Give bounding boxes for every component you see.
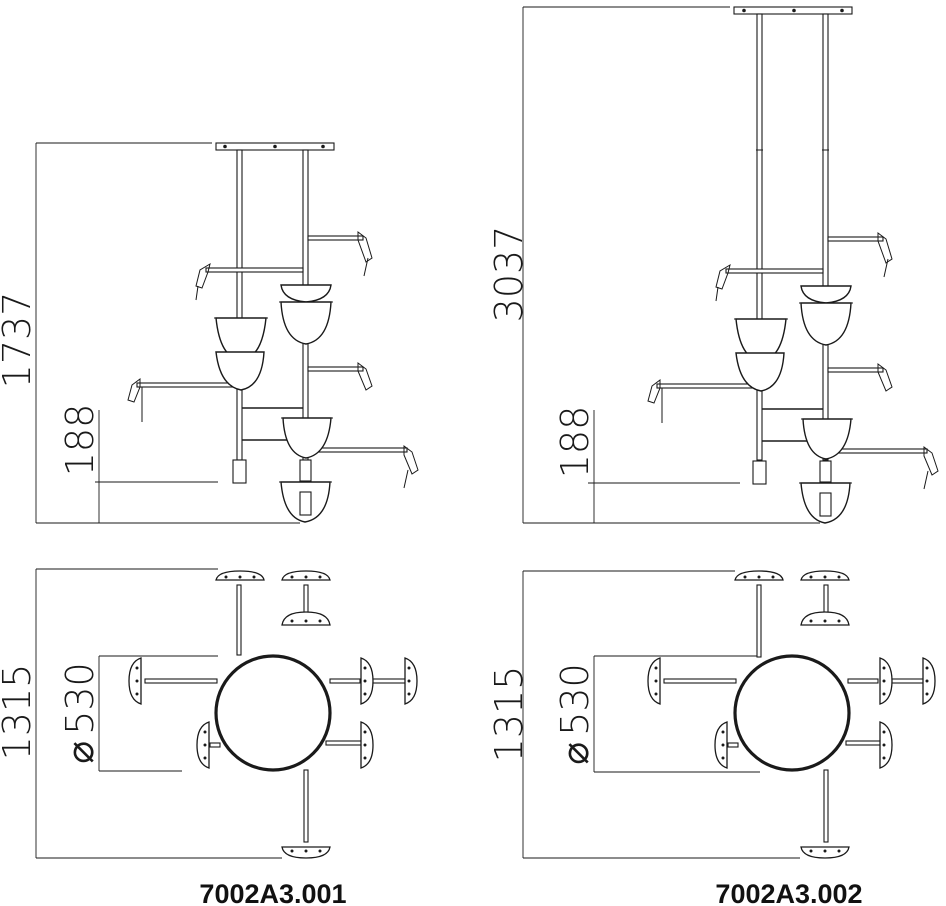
elevation-view-001: [35, 142, 419, 524]
plan-view-002: [522, 570, 936, 859]
height-dim-002: 3037: [487, 226, 531, 323]
diameter-value: 530: [553, 663, 597, 736]
plan-dim-001: 1315: [0, 664, 39, 761]
plan-view-001: [35, 568, 418, 859]
diameter-dim-001: ⌀ 530: [58, 662, 102, 763]
diameter-dim-002: ⌀ 530: [553, 663, 597, 764]
dimension-labels: 1737 188 3037 188 1315 ⌀ 530 1315 ⌀ 530: [0, 226, 597, 765]
product-code-002: 7002A3.002: [715, 879, 862, 906]
diameter-symbol: ⌀: [58, 741, 102, 764]
height-dim-001: 1737: [0, 292, 39, 389]
diameter-value: 530: [58, 662, 102, 735]
lamp-drop-dim-002: 188: [553, 406, 597, 479]
lamp-drop-dim-001: 188: [58, 404, 102, 477]
product-code-001: 7002A3.001: [199, 879, 346, 906]
diameter-symbol: ⌀: [553, 742, 597, 765]
elevation-view-002: [522, 6, 939, 524]
plan-dim-002: 1315: [487, 666, 531, 763]
